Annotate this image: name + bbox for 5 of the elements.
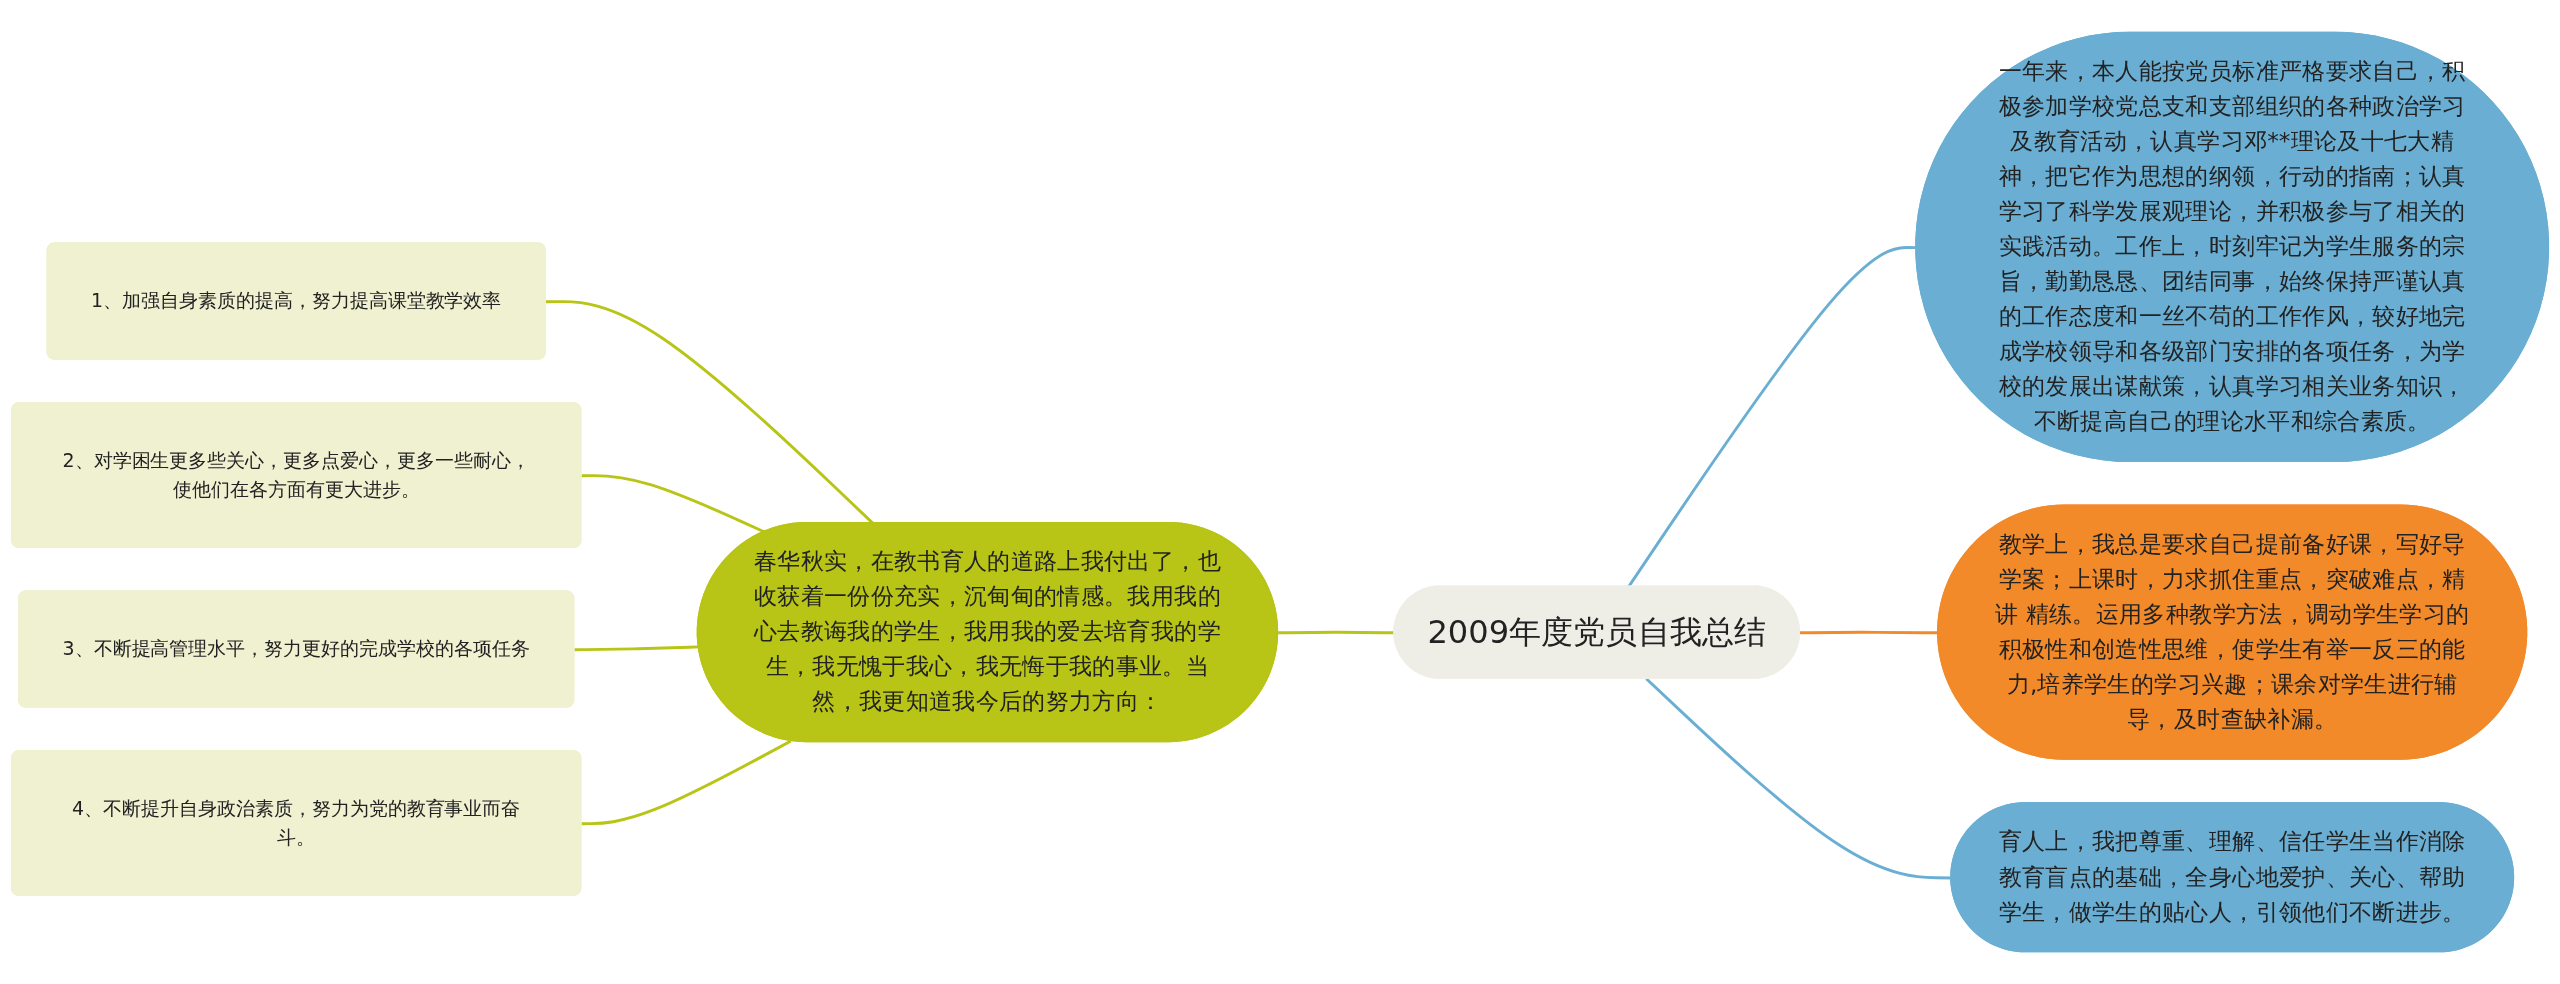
connector [1645, 677, 1952, 880]
connector [581, 474, 766, 534]
connector [581, 739, 792, 826]
connector [1627, 246, 1917, 588]
connector [1278, 630, 1395, 635]
